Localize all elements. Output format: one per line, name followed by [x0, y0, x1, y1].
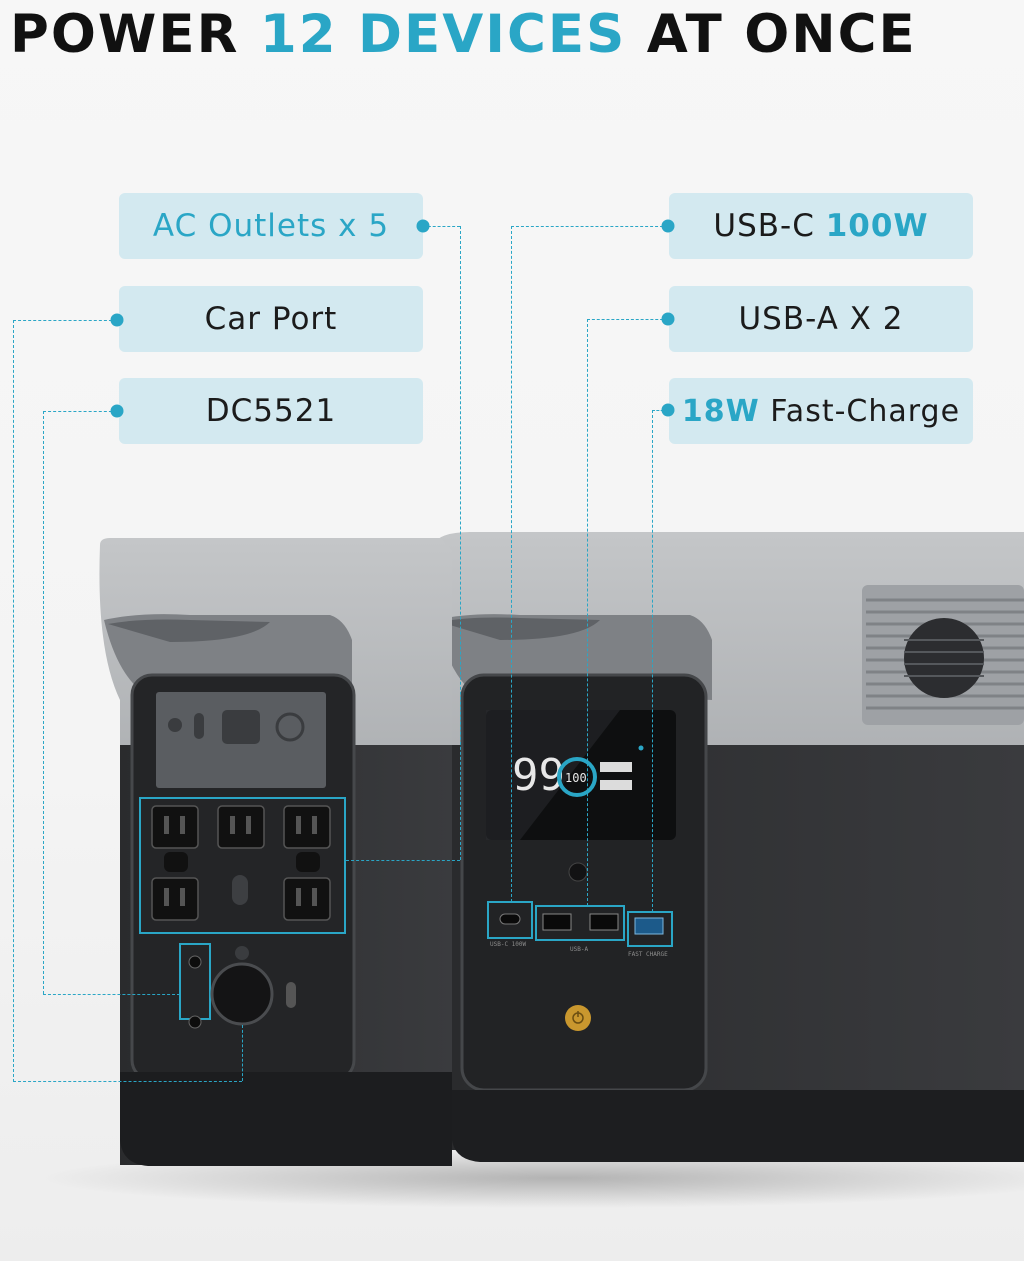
usba-port-frame: [535, 905, 625, 941]
connector-dc-v: [43, 411, 44, 994]
svg-text:USB-A: USB-A: [570, 946, 588, 953]
label-ac-outlets: AC Outlets x 5: [119, 193, 423, 259]
dot-dc5521: [110, 404, 124, 418]
label-fast-charge: 18W Fast-Charge: [669, 378, 973, 444]
ac-outlets: [151, 805, 331, 921]
connector-ac-v: [460, 226, 461, 860]
connector-dc-h1: [43, 411, 117, 412]
label-usba: USB-A X 2: [669, 286, 973, 352]
connector-usba-h: [587, 319, 668, 320]
svg-text:USB-C 100W: USB-C 100W: [490, 941, 527, 948]
fan-icon: [904, 618, 984, 698]
label-usbc-pre: USB-C: [713, 208, 826, 244]
connector-car-h1: [13, 320, 117, 321]
fast-charge-port: [634, 917, 664, 935]
label-fast-post: Fast-Charge: [759, 393, 961, 429]
small-unit: [99, 538, 452, 1166]
connector-fast-h: [652, 410, 668, 411]
label-ac-outlets-text: AC Outlets x 5: [152, 208, 390, 244]
connector-car-v: [13, 320, 14, 1082]
power-button: [565, 1005, 591, 1031]
dot-usbc: [661, 219, 675, 233]
battery-percent: 99: [512, 750, 565, 801]
ac-outlets-frame: [139, 797, 346, 934]
svg-text:FAST CHARGE: FAST CHARGE: [628, 951, 668, 958]
label-dc5521-text: DC5521: [205, 393, 337, 429]
large-unit: 99 100 USB-C 100W USB-A FAST CHARGE: [431, 532, 1024, 1162]
vent-grille: [862, 585, 1024, 725]
headline-accent: 12 DEVICES: [259, 4, 627, 65]
fast-charge-port-frame: [627, 911, 673, 947]
iot-reset-button: [568, 862, 588, 882]
dot-fast-charge: [661, 403, 675, 417]
dot-car-port: [110, 313, 124, 327]
battery-ring-value: 100: [565, 771, 587, 785]
dc5521-port-1: [188, 955, 202, 969]
label-car-port-text: Car Port: [204, 301, 338, 337]
headline-pre: POWER: [10, 4, 260, 65]
usbc-port: [499, 913, 521, 925]
label-car-port: Car Port: [119, 286, 423, 352]
page-title: POWER 12 DEVICES AT ONCE: [10, 4, 917, 65]
dot-usba: [661, 312, 675, 326]
battery-ring: [557, 757, 597, 797]
connector-dc-h2: [43, 994, 180, 995]
label-usba-text: USB-A X 2: [738, 301, 904, 337]
headline-post: AT ONCE: [626, 4, 917, 65]
label-dc5521: DC5521: [119, 378, 423, 444]
connector-car-v2: [242, 1025, 243, 1081]
connector-fast-v: [652, 410, 653, 912]
connector-ac-h2: [346, 860, 460, 861]
dot-ac-outlets: [416, 219, 430, 233]
label-usbc-accent: 100W: [825, 208, 929, 244]
dc5521-port-2: [188, 1015, 202, 1029]
connector-usbc-v: [511, 226, 512, 902]
usba-port-2: [589, 913, 619, 931]
label-fast-accent: 18W: [681, 393, 760, 429]
connector-car-h2: [13, 1081, 242, 1082]
car-port: [210, 962, 274, 1026]
label-usbc: USB-C 100W: [669, 193, 973, 259]
connector-ac-h1: [423, 226, 460, 227]
usba-port-1: [542, 913, 572, 931]
connector-usba-v: [587, 319, 588, 906]
connector-usbc-h: [511, 226, 668, 227]
usbc-port-frame: [487, 901, 533, 939]
